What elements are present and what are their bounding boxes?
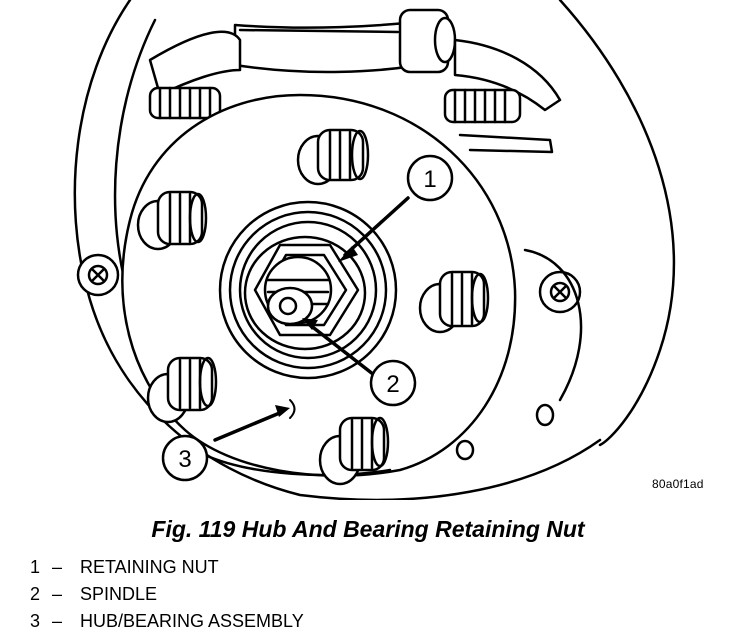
return-spring-right (443, 88, 522, 124)
hold-down-pin-left (76, 253, 120, 297)
return-spring-left (148, 86, 222, 120)
leader-arrowhead-2 (302, 318, 318, 330)
backing-plate-right-edge (558, 0, 676, 447)
spindle-end (263, 255, 333, 326)
legend-item-label: SPINDLE (80, 584, 158, 604)
wheel-stud-3 (418, 270, 490, 334)
leader-line-3 (213, 410, 284, 442)
right-plate-edge (523, 248, 583, 402)
legend-item: 1–RETAINING NUT (30, 554, 304, 581)
wheel-stud-5 (318, 416, 390, 486)
leader-line-2 (308, 323, 380, 380)
legend-separator: – (52, 611, 63, 631)
wheel-stud-2 (136, 190, 208, 251)
brake-shoe-right (453, 38, 562, 112)
backing-plate-outline (73, 0, 602, 500)
callout-2: 2 (369, 359, 417, 407)
hub-ring-3 (238, 220, 378, 360)
hub-flange-inner-rim (203, 453, 392, 477)
hub-ring-2 (228, 210, 388, 370)
figure-caption: Fig. 119 Hub And Bearing Retaining Nut (151, 516, 585, 542)
legend-item-label: RETAINING NUT (80, 557, 219, 577)
legend-item: 2–SPINDLE (30, 581, 304, 608)
hub-bearing-diagram: 1 2 3 (73, 0, 676, 500)
wheel-cylinder (233, 8, 457, 74)
brake-shoe-left (148, 30, 242, 97)
backing-plate-hole-1 (535, 403, 555, 427)
leader-arrowhead-3 (275, 405, 290, 417)
hub-inner-ring (243, 235, 367, 351)
callout-1-number: 1 (423, 166, 436, 193)
part-tick-3 (289, 399, 296, 419)
legend-item-number: 1 (30, 557, 41, 577)
leader-arrowhead-1 (338, 246, 358, 262)
callout-2-number: 2 (386, 371, 399, 398)
legend-item: 3–HUB/BEARING ASSEMBLY (30, 608, 304, 635)
legend-item-number: 3 (30, 611, 41, 631)
figure-reference-code: 80a0f1ad (652, 477, 704, 491)
wheel-stud-1 (296, 128, 370, 186)
backing-plate-hole-2 (455, 439, 475, 461)
parts-legend: 1–RETAINING NUT 2–SPINDLE 3–HUB/BEARING … (30, 554, 304, 635)
legend-item-label: HUB/BEARING ASSEMBLY (80, 611, 304, 631)
adjuster-link (458, 133, 554, 154)
legend-separator: – (52, 557, 63, 577)
callout-3-number: 3 (178, 446, 191, 473)
hub-outer-ring (218, 200, 398, 380)
legend-separator: – (52, 584, 63, 604)
wheel-stud-4 (146, 356, 218, 424)
callout-1: 1 (406, 154, 454, 202)
leader-line-1 (343, 196, 410, 257)
callout-3: 3 (161, 434, 209, 482)
legend-item-number: 2 (30, 584, 41, 604)
